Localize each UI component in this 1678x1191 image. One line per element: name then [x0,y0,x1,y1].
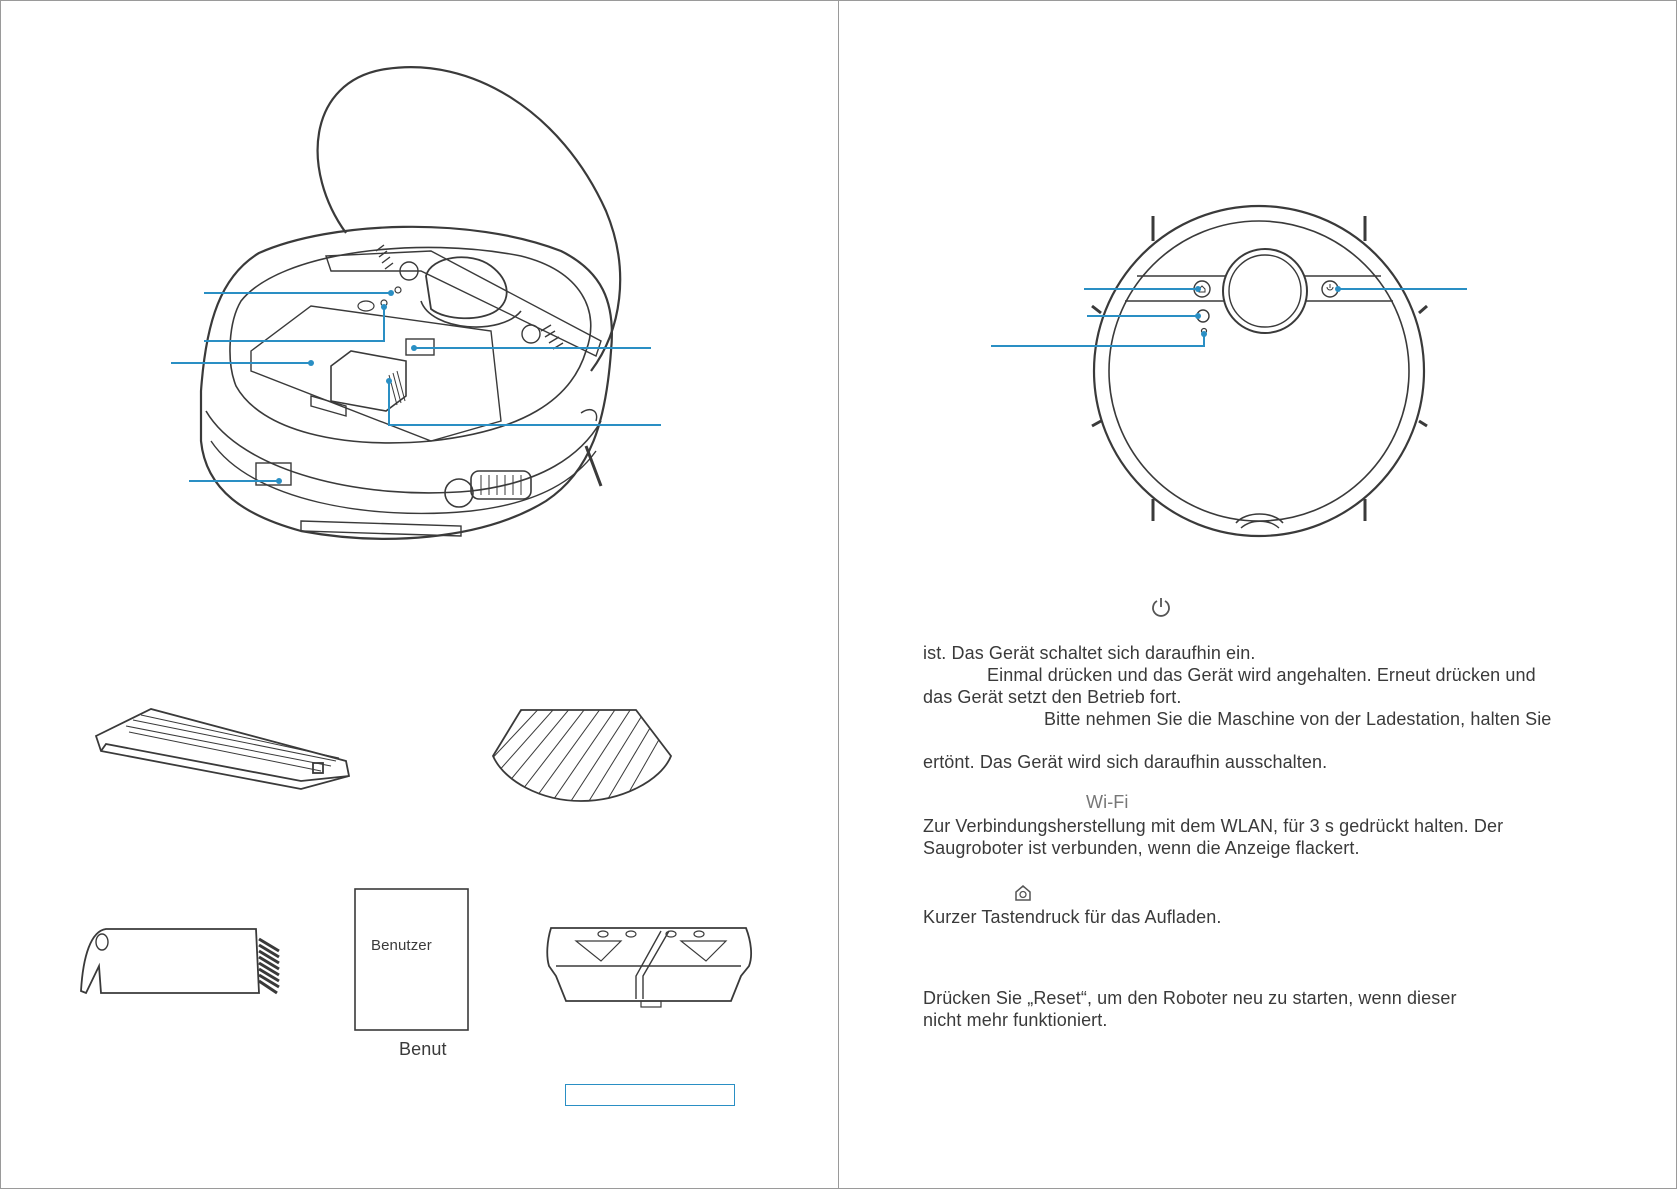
left-page: Benutzer Benut [0,0,840,1189]
wifi-heading: Wi-Fi [1086,792,1129,812]
wifi-text-line-2: Saugroboter ist verbunden, wenn die Anze… [923,838,1360,858]
manual-cover-label: Benutzer [371,937,432,954]
power-text-line-4: Bitte nehmen Sie die Maschine von der La… [1044,709,1552,729]
callout-lines [171,292,661,482]
power-text-line-3: das Gerät setzt den Betrieb fort. [923,687,1182,707]
wifi-text-line-1: Zur Verbindungsherstellung mit dem WLAN,… [923,816,1504,836]
manual-illustration [354,888,469,1031]
reset-text-line-2: nicht mehr funktioniert. [923,1010,1108,1030]
robot-top-view-illustration [991,204,1467,538]
power-text-line-2: Einmal drücken und das Gerät wird angeha… [987,665,1536,685]
manual-caption: Benut [399,1039,447,1059]
mop-holder-illustration [546,927,753,1008]
home-icon [1015,885,1031,901]
left-illustrations [80,66,753,1031]
power-text-line-1: ist. Das Gerät schaltet sich daraufhin e… [923,643,1256,663]
cleaning-tool-illustration [80,928,280,995]
blank-label-box [565,1084,735,1106]
right-page: ist. Das Gerät schaltet sich daraufhin e… [838,0,1677,1189]
power-text-line-5: ertönt. Das Gerät wird sich daraufhin au… [923,752,1328,772]
reset-text-line-1: Drücken Sie „Reset“, um den Roboter neu … [923,988,1457,1008]
robot-open-lid-illustration [199,66,622,540]
filter-illustration [94,708,351,790]
home-text-line-1: Kurzer Tastendruck für das Aufladen. [923,907,1222,927]
mop-pad-illustration [491,709,673,802]
power-icon [1152,598,1170,617]
